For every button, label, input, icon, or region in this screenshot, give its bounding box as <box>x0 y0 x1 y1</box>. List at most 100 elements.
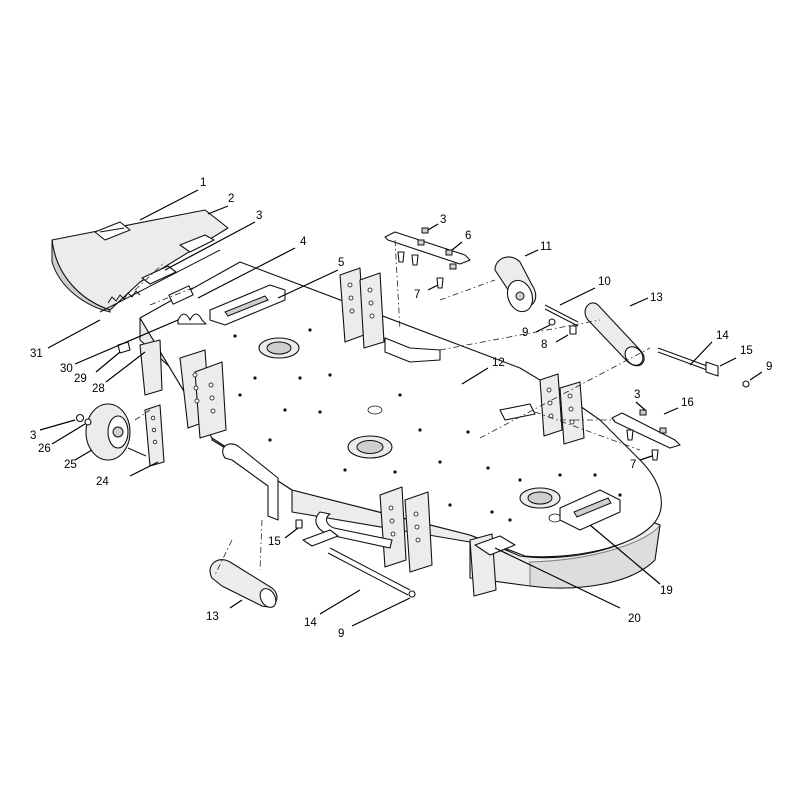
callout-9: 9 <box>338 628 344 640</box>
bolt-15-b <box>295 519 303 529</box>
belt-cover-side <box>51 239 111 313</box>
callout-14: 14 <box>304 617 317 629</box>
mount-plate-6 <box>384 231 471 265</box>
roller-11 <box>494 256 537 313</box>
callout-8: 8 <box>541 339 547 351</box>
bolt-8 <box>569 325 577 335</box>
height-plate-rear-b <box>359 272 385 349</box>
callout-4: 4 <box>300 236 307 248</box>
callout-29: 29 <box>74 373 87 385</box>
callout-2: 2 <box>228 193 234 205</box>
roller-bracket-rear <box>384 337 441 363</box>
callout-24: 24 <box>96 476 109 488</box>
roller-mount-upper <box>384 227 471 289</box>
callout-3: 3 <box>30 430 36 442</box>
axle-bracket-15 <box>302 529 339 547</box>
nut-9-b <box>742 380 750 388</box>
hinge-rod <box>99 249 221 313</box>
height-plate-right-b <box>559 381 585 445</box>
roller-hardware <box>544 304 579 335</box>
callout-13: 13 <box>206 611 219 623</box>
roller-13b-end <box>259 588 277 608</box>
callout-15: 15 <box>740 345 753 357</box>
callout-12: 12 <box>492 357 505 369</box>
nut-9-c <box>408 590 416 598</box>
roller-13a-end <box>624 346 644 366</box>
axle-14-b <box>329 547 411 591</box>
spindle-hub-left <box>266 341 292 355</box>
callout-13: 13 <box>650 292 663 304</box>
spindle-hub-right <box>527 491 553 505</box>
front-hook-bracket <box>222 443 393 549</box>
nut-9-a <box>548 318 556 326</box>
mount-plate-16 <box>611 412 681 449</box>
callout-15: 15 <box>268 536 281 548</box>
anti-scalp-bracket <box>469 533 516 597</box>
height-plate-left-b <box>194 361 227 439</box>
callout-31: 31 <box>30 348 43 360</box>
height-plate-front-a <box>379 486 407 568</box>
deck-center-hole <box>367 405 383 415</box>
roller-11-hub <box>515 291 525 301</box>
bracket-20-cap <box>474 535 516 556</box>
bolt-10 <box>544 304 579 323</box>
callout-26: 26 <box>38 443 51 455</box>
bushing-15-a <box>705 361 719 377</box>
callout-16: 16 <box>681 397 694 409</box>
callout-10: 10 <box>598 276 611 288</box>
cover-latch-detail <box>99 227 125 233</box>
callout-3: 3 <box>256 210 262 222</box>
caster-wheel-assembly <box>75 403 165 467</box>
roller-axle-upper <box>657 347 750 388</box>
deck-handle <box>209 284 286 326</box>
callout-7: 7 <box>414 289 420 301</box>
callout-3: 3 <box>634 389 640 401</box>
callout-7: 7 <box>630 459 636 471</box>
roller-bracket-right <box>499 403 536 421</box>
alignment-lines <box>134 239 651 576</box>
callout-numbers: 1 2 3 4 5 3 6 7 11 10 9 8 13 14 15 9 12 … <box>30 177 772 640</box>
handle-slot <box>224 295 269 317</box>
roller-13-upper <box>584 302 645 367</box>
height-plates-left <box>179 349 227 439</box>
leader-lines <box>39 189 763 627</box>
roller-13-lower <box>209 559 278 608</box>
cover-latch-1 <box>94 221 131 241</box>
hinge-hardware <box>99 234 221 325</box>
hinge-bracket-upper <box>179 234 215 253</box>
callout-3: 3 <box>440 214 446 226</box>
callout-5: 5 <box>338 257 344 269</box>
caster-hub <box>112 426 124 438</box>
bolt-3-upper <box>421 227 429 234</box>
spindle-hub-center <box>356 440 384 454</box>
callout-1: 1 <box>200 177 206 189</box>
height-plates-right <box>499 373 585 445</box>
handle-19-slot <box>573 497 612 518</box>
deck-aux-hole <box>548 513 562 523</box>
hinge-bracket-lower <box>141 265 177 285</box>
callout-6: 6 <box>465 230 471 242</box>
callout-11: 11 <box>540 241 552 253</box>
caster-axle <box>127 447 147 457</box>
bumper-bar <box>315 511 393 549</box>
deck-handle-right <box>559 489 621 531</box>
callout-25: 25 <box>64 459 77 471</box>
caster-plate <box>144 404 165 467</box>
deck-bolt-holes <box>233 328 622 522</box>
bracket-28 <box>117 339 163 396</box>
washer-26 <box>84 418 92 426</box>
height-plates-rear <box>339 267 441 363</box>
callout-19: 19 <box>660 585 673 597</box>
idler-spring <box>177 313 207 325</box>
bolt-7-upper-a <box>397 251 405 263</box>
callout-20: 20 <box>628 613 641 625</box>
nut-3 <box>75 413 85 423</box>
callout-9: 9 <box>766 361 772 373</box>
roller-mount-right <box>611 409 681 461</box>
callout-30: 30 <box>60 363 73 375</box>
spring-coil <box>107 290 141 304</box>
height-plate-front-b <box>404 491 433 573</box>
callout-28: 28 <box>92 383 105 395</box>
